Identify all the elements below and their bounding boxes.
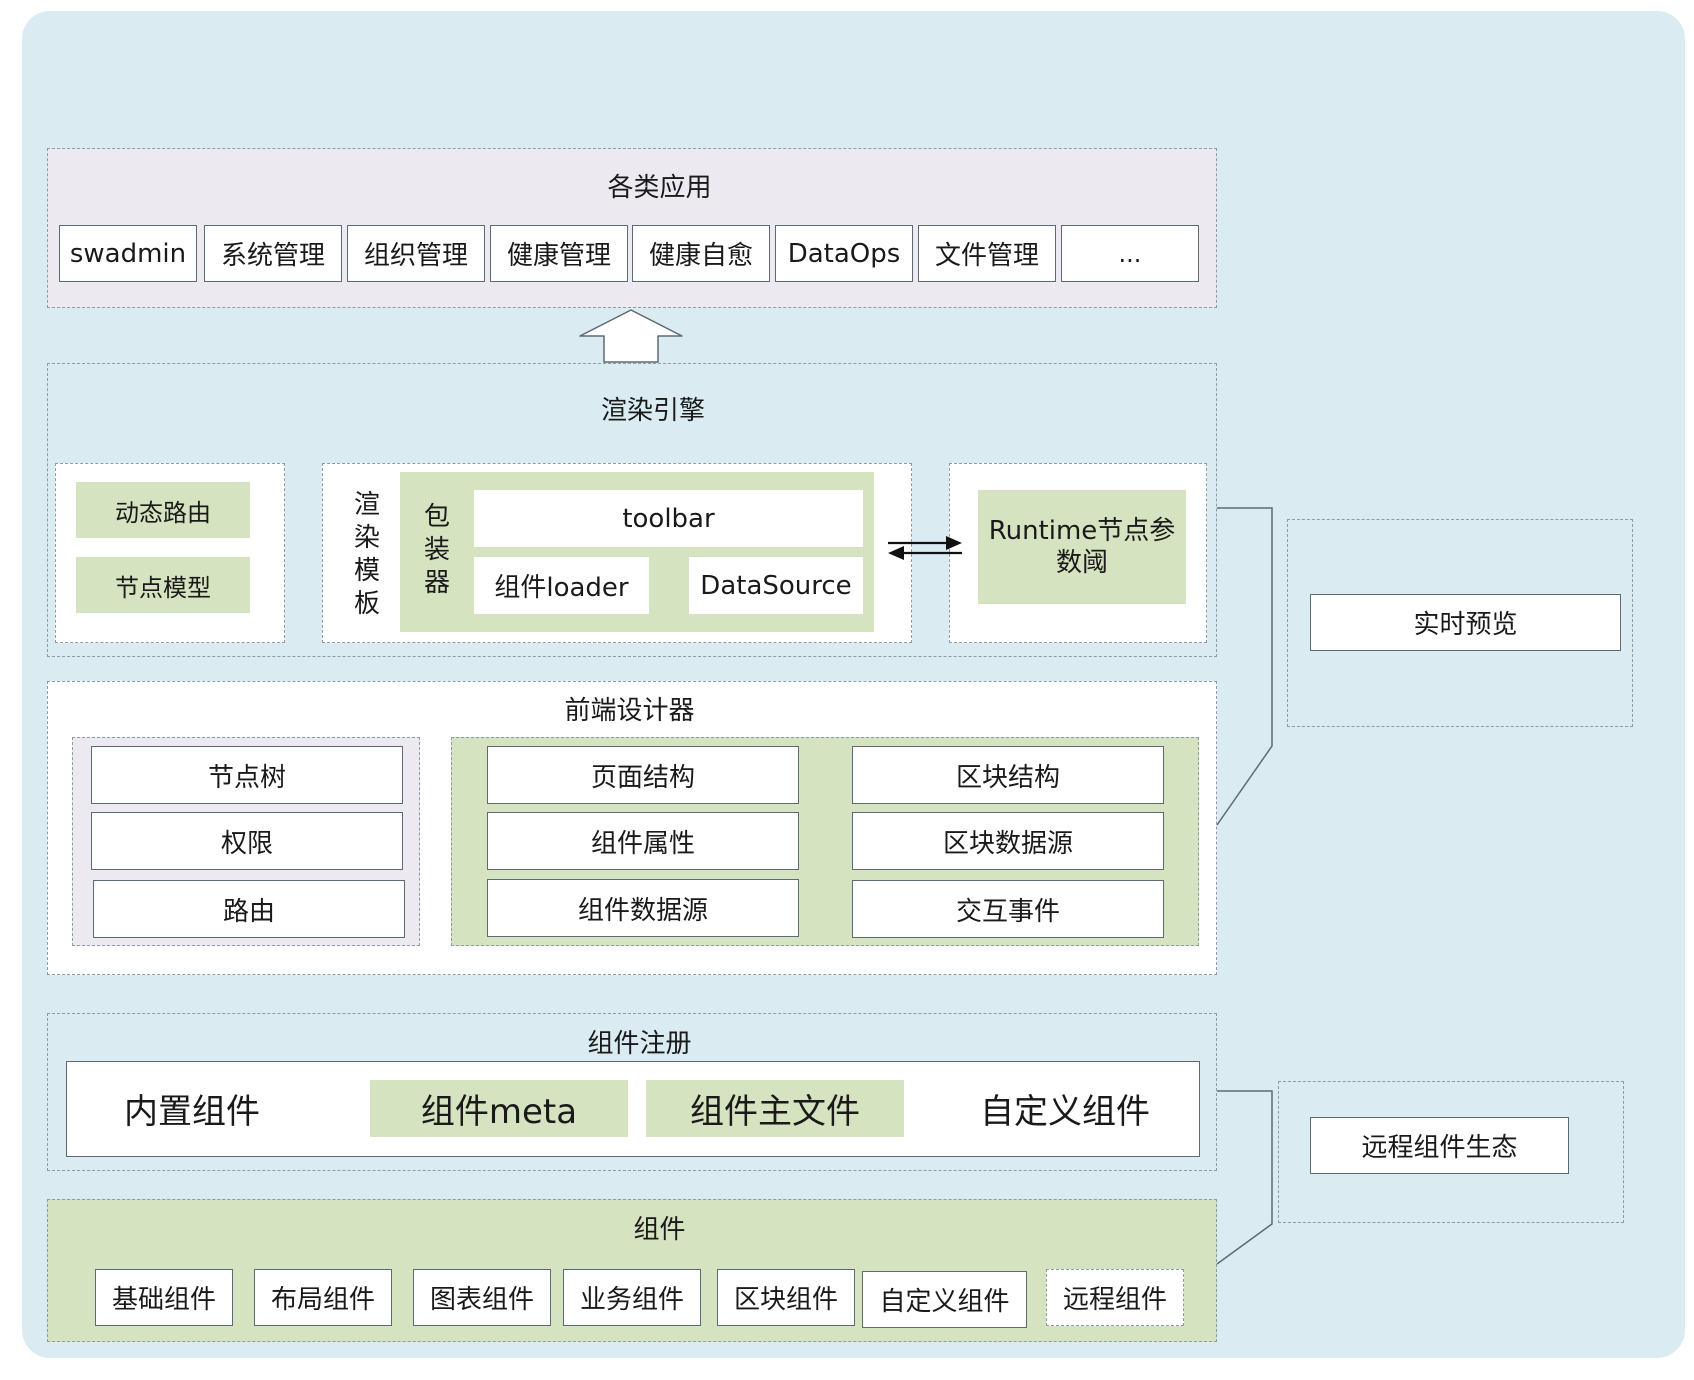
app-item-self-heal: 健康自愈 (632, 225, 770, 282)
remote-component-ecosystem: 远程组件生态 (1310, 1117, 1569, 1174)
app-item-org: 组织管理 (347, 225, 485, 282)
routes: 路由 (93, 880, 405, 938)
app-item-dataops: DataOps (775, 225, 913, 282)
block-datasource: 区块数据源 (852, 812, 1164, 870)
block-components: 区块组件 (717, 1269, 855, 1326)
permissions: 权限 (91, 812, 403, 870)
datasource-box: DataSource (689, 557, 863, 614)
remote-connector (1216, 1090, 1273, 1265)
render-engine-layer (47, 363, 1217, 657)
components-title: 组件 (633, 1214, 686, 1245)
toolbar-box: toolbar (474, 490, 863, 547)
custom-components-registry: 自定义组件 (980, 1091, 1150, 1132)
registry-layer (47, 1013, 1217, 1171)
node-tree: 节点树 (91, 746, 403, 804)
render-engine-title: 渲染引擎 (600, 395, 705, 426)
dynamic-routing: 动态路由 (76, 482, 250, 538)
component-main-file: 组件主文件 (646, 1080, 904, 1137)
registry-title: 组件注册 (587, 1028, 692, 1059)
component-props: 组件属性 (487, 812, 799, 870)
wrapper-label: 包 装 器 (423, 501, 450, 598)
render-template-label: 渲 染 模 板 (353, 490, 380, 619)
up-arrow-icon (579, 309, 683, 363)
app-item-more: ... (1061, 225, 1199, 282)
apps-title: 各类应用 (607, 172, 712, 203)
block-structure: 区块结构 (852, 746, 1164, 804)
node-model: 节点模型 (76, 557, 250, 613)
preview-box (1287, 519, 1633, 727)
app-item-swadmin: swadmin (59, 225, 197, 282)
page-structure: 页面结构 (487, 746, 799, 804)
app-item-system: 系统管理 (204, 225, 342, 282)
bidirectional-arrow-icon (888, 536, 962, 560)
basic-components: 基础组件 (95, 1269, 233, 1326)
runtime-node-params: Runtime节点参 数阈 (978, 490, 1186, 604)
business-components: 业务组件 (563, 1269, 701, 1326)
interaction-events: 交互事件 (852, 880, 1164, 938)
component-meta: 组件meta (370, 1080, 628, 1137)
component-datasource: 组件数据源 (487, 879, 799, 937)
component-loader-box: 组件loader (474, 557, 649, 614)
layout-components: 布局组件 (254, 1269, 392, 1326)
preview-connector (1216, 507, 1273, 826)
designer-title: 前端设计器 (564, 695, 695, 726)
remote-components: 远程组件 (1046, 1269, 1184, 1326)
app-item-file: 文件管理 (918, 225, 1056, 282)
custom-components: 自定义组件 (862, 1271, 1027, 1328)
remote-ecosystem-box (1278, 1081, 1624, 1223)
chart-components: 图表组件 (413, 1269, 551, 1326)
builtin-components: 内置组件 (124, 1091, 260, 1132)
realtime-preview: 实时预览 (1310, 594, 1621, 651)
app-item-health: 健康管理 (490, 225, 628, 282)
registry-panel (66, 1061, 1200, 1157)
